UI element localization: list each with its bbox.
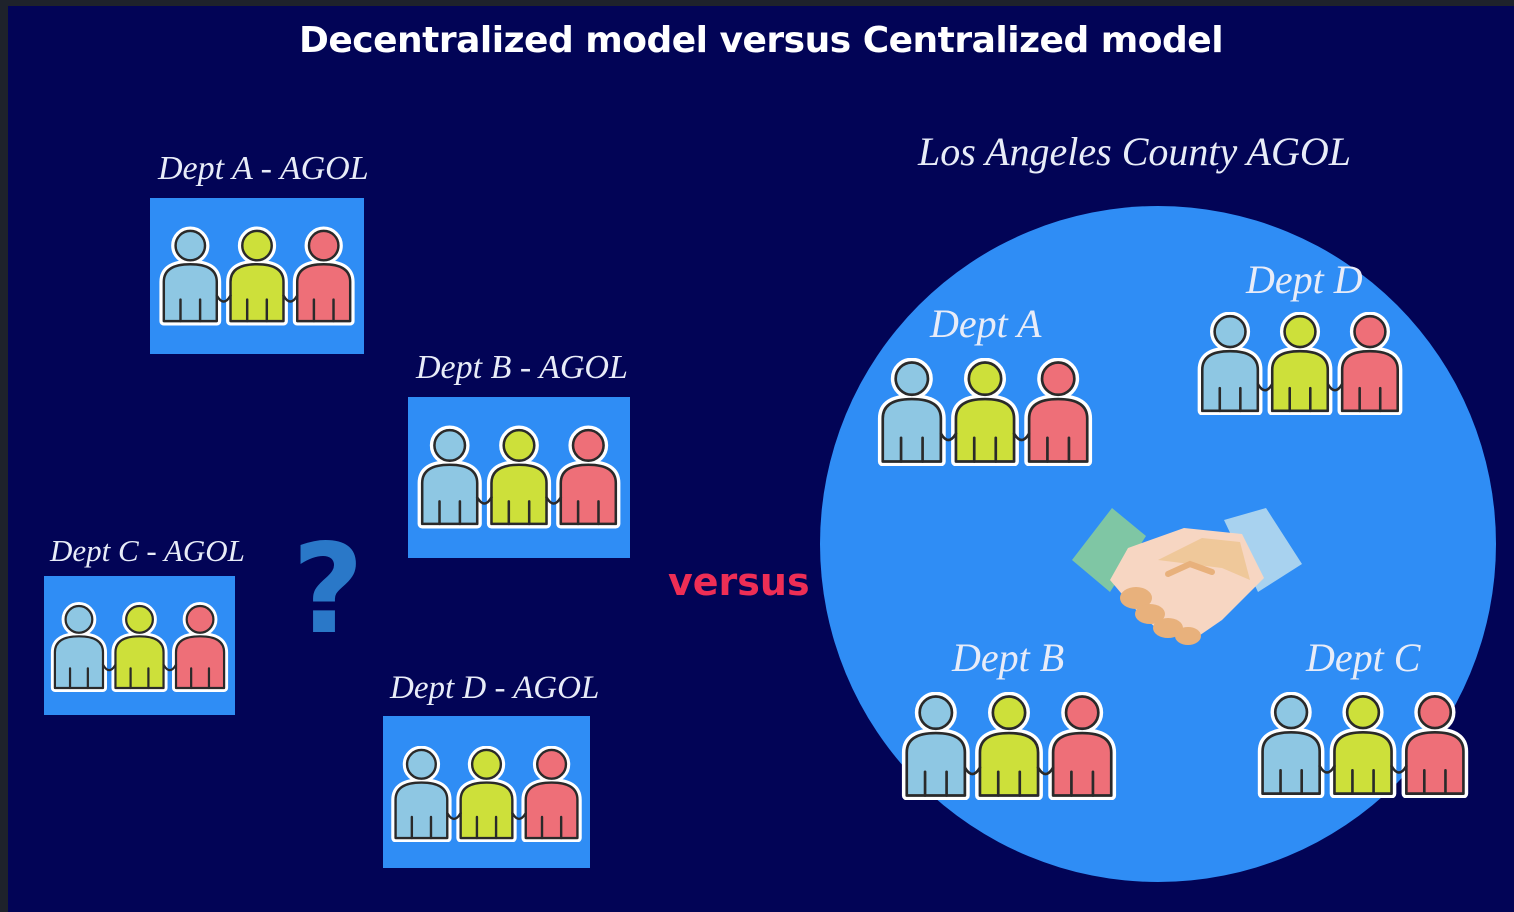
people-group-icon: [154, 226, 360, 326]
dept-c-agol-label: Dept C - AGOL: [50, 533, 245, 568]
page-title: Decentralized model versus Centralized m…: [298, 20, 1224, 61]
dept-d-agol-box: [383, 716, 590, 868]
slide: Decentralized model versus Centralized m…: [8, 6, 1514, 912]
dept-a-agol-box: [150, 198, 364, 354]
dept-b-agol-label: Dept B - AGOL: [416, 349, 628, 386]
central-dept-b-label: Dept B: [952, 635, 1065, 680]
people-group-icon: [412, 425, 626, 529]
people-group-icon: [1252, 692, 1474, 798]
central-dept-d-label: Dept D: [1246, 257, 1363, 302]
handshake-icon: [1072, 508, 1302, 645]
dept-c-agol-box: [44, 576, 235, 715]
versus-label: versus: [668, 560, 810, 604]
people-group-icon: [386, 746, 587, 842]
central-dept-c-label: Dept C: [1306, 635, 1421, 680]
people-group-icon: [872, 358, 1098, 466]
people-group-icon: [46, 602, 233, 692]
question-mark-icon: ?: [292, 518, 364, 662]
dept-d-agol-label: Dept D - AGOL: [390, 670, 600, 706]
people-group-icon: [896, 692, 1122, 800]
county-agol-title: Los Angeles County AGOL: [918, 129, 1351, 174]
people-group-icon: [1192, 312, 1408, 415]
central-dept-a-label: Dept A: [930, 301, 1042, 346]
dept-b-agol-box: [408, 397, 630, 558]
dept-a-agol-label: Dept A - AGOL: [158, 150, 369, 187]
